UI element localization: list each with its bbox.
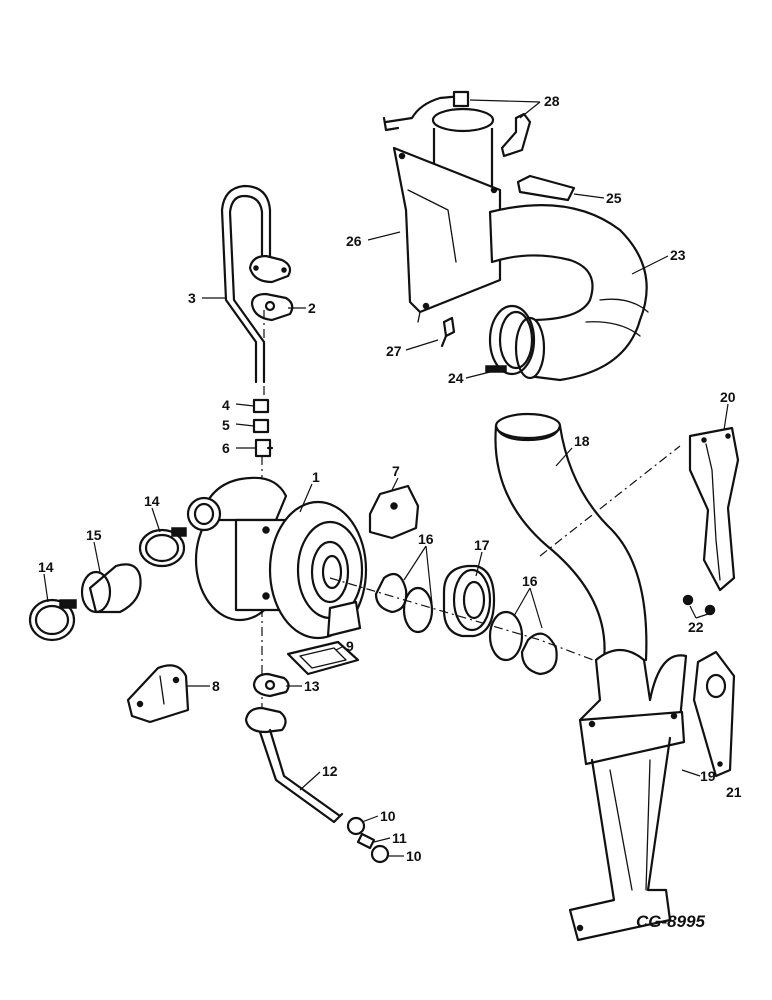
part-3-oil-tube: [220, 184, 292, 384]
part-17-adapter: [442, 564, 496, 638]
callout-14-lower: 14: [38, 559, 54, 575]
part-18-pipe: [494, 412, 648, 662]
callout-1: 1: [312, 469, 320, 485]
callout-16-left: 16: [418, 531, 434, 547]
part-24-clamp: [485, 304, 536, 376]
callout-7: 7: [392, 463, 400, 479]
callout-2: 2: [308, 300, 316, 316]
callout-21: 21: [726, 784, 742, 800]
part-19-support: [568, 648, 688, 942]
callout-8: 8: [212, 678, 220, 694]
part-23-elbow: [488, 204, 649, 382]
leader-lines: [43, 99, 729, 857]
callout-3: 3: [188, 290, 196, 306]
part-14-clamp-lower: [28, 598, 77, 642]
part-28-straps: [382, 90, 532, 158]
callout-20: 20: [720, 389, 736, 405]
callout-11: 11: [392, 830, 407, 846]
callout-10-upper: 10: [380, 808, 396, 824]
callout-27: 27: [386, 343, 402, 359]
callout-9: 9: [346, 638, 354, 654]
drawing-code: CG-8995: [636, 912, 706, 931]
part-7-block: [368, 484, 420, 540]
part-12-drain-tube: [244, 706, 344, 824]
callout-6: 6: [222, 440, 230, 456]
part-9-gasket: [286, 640, 360, 676]
callout-22: 22: [688, 619, 704, 635]
part-26-bracket-plate: [392, 146, 502, 323]
callout-23: 23: [670, 247, 686, 263]
callout-18: 18: [574, 433, 590, 449]
callout-16-right: 16: [522, 573, 538, 589]
part-21-plate: [692, 650, 736, 778]
callout-13: 13: [304, 678, 320, 694]
callout-labels: 1 2 3 4 5 6 7 8 9 10 10 11 12 13 14 14 1…: [38, 93, 742, 864]
fittings-4-5-6: [252, 398, 274, 458]
part-27-clip: [440, 316, 456, 348]
callout-25: 25: [606, 190, 622, 206]
part-20-bracket: [688, 426, 740, 592]
callout-19: 19: [700, 768, 716, 784]
fittings-10-11: [346, 816, 390, 864]
part-14-clamp-upper: [138, 527, 187, 568]
part-8-bracket: [126, 664, 190, 724]
centerline-18-20: [539, 445, 681, 557]
callout-5: 5: [222, 417, 230, 433]
callout-4: 4: [222, 397, 230, 413]
callout-26: 26: [346, 233, 362, 249]
part-16-gaskets-right: [488, 610, 558, 676]
part-16-gaskets-left: [374, 572, 434, 634]
part-1-turbocharger: [186, 476, 368, 640]
callout-15: 15: [86, 527, 102, 543]
callout-12: 12: [322, 763, 338, 779]
callout-24: 24: [448, 370, 464, 386]
part-13-gasket: [252, 672, 290, 698]
callout-17: 17: [474, 537, 490, 553]
callout-14-upper: 14: [144, 493, 160, 509]
part-2-gasket: [250, 292, 294, 322]
part-22-nuts: [682, 594, 716, 616]
part-15-hose: [80, 563, 142, 614]
callout-10-lower: 10: [406, 848, 422, 864]
part-25-pad: [516, 174, 576, 202]
callout-28: 28: [544, 93, 560, 109]
